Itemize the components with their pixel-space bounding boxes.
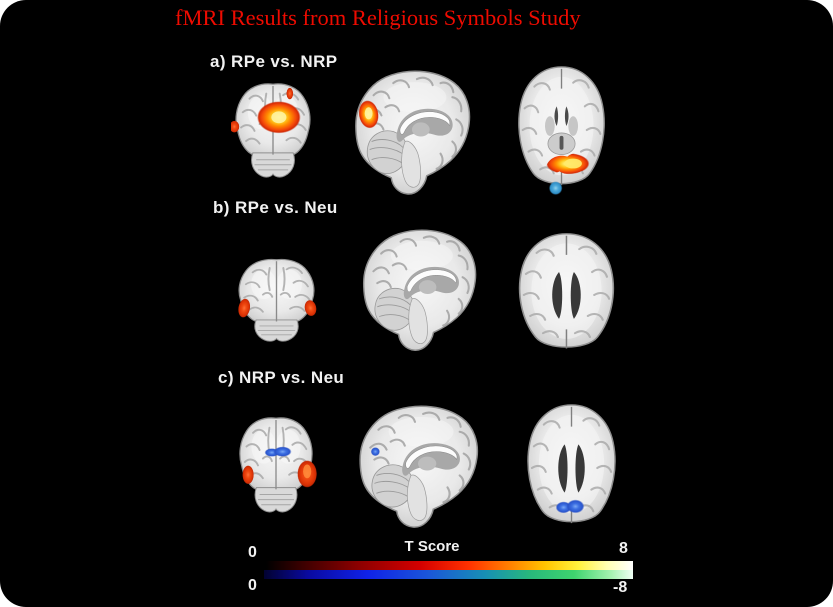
brain-coronal-row-a — [231, 82, 311, 179]
brain-axial-row-a — [517, 65, 606, 196]
colorbar-negative-gradient — [264, 570, 633, 579]
negative-activation-blobs — [548, 181, 563, 196]
ventricles — [558, 444, 585, 493]
positive-activation-blobs — [358, 100, 379, 129]
axial-brain-base — [518, 232, 615, 350]
sagittal-brain-base — [354, 70, 471, 196]
ventricles — [552, 272, 581, 319]
colorbar-negative-max-label: -8 — [613, 579, 628, 596]
row-label-b: b) RPe vs. Neu — [213, 198, 338, 217]
colorbar-positive-min-label: 0 — [248, 544, 257, 561]
brain-axial-row-c — [526, 403, 617, 525]
positive-activation-blobs — [545, 153, 590, 175]
colorbar-positive-gradient — [266, 561, 633, 570]
ventricles — [554, 106, 569, 127]
row-label-a: a) RPe vs. NRP — [210, 52, 338, 71]
brain-coronal-row-b — [238, 258, 317, 343]
negative-activation-blobs — [370, 447, 380, 457]
negative-activation-blobs — [555, 499, 585, 514]
row-label-c: c) NRP vs. Neu — [218, 368, 345, 387]
coronal-brain-base — [238, 258, 315, 343]
brain-coronal-row-c — [238, 416, 317, 513]
negative-activation-blobs — [264, 446, 292, 457]
figure-title: fMRI Results from Religious Symbols Stud… — [175, 5, 581, 30]
brain-sagittal-row-b — [362, 229, 477, 352]
colorbar-positive-max-label: 8 — [619, 540, 628, 557]
colorbar-negative-min-label: 0 — [248, 577, 257, 594]
brain-sagittal-row-c — [359, 405, 479, 529]
deep-gray-structures — [545, 116, 579, 156]
sagittal-brain-base — [359, 405, 479, 529]
brain-axial-row-b — [518, 232, 615, 350]
brain-sagittal-row-a — [354, 70, 471, 196]
positive-activation-blobs — [238, 298, 317, 318]
colorbar-title: T Score — [404, 538, 460, 555]
positive-activation-blobs — [231, 87, 301, 134]
positive-activation-blobs — [242, 460, 317, 488]
sagittal-brain-base — [362, 229, 477, 352]
